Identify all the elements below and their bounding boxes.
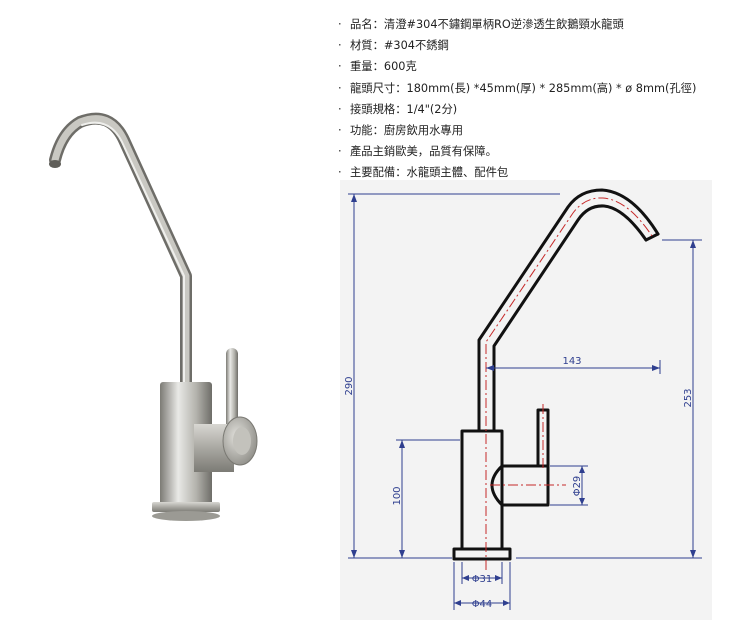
spec-label: 主要配備 <box>350 166 396 180</box>
spec-separator: ： <box>372 39 384 53</box>
centerlines <box>485 197 653 570</box>
spec-value: 1/4"(2分) <box>406 102 458 116</box>
bullet-dot-icon: · <box>338 166 342 180</box>
spec-value: 產品主銷歐美，品質有保障。 <box>350 145 497 159</box>
spec-value: 廚房飲用水專用 <box>383 124 464 138</box>
spec-label: 重量 <box>350 60 373 74</box>
spec-value: 180mm(長) *45mm(厚) * 285mm(高) * ø 8mm(孔徑) <box>406 81 697 95</box>
handle-hub <box>194 416 258 472</box>
spout-tip <box>49 160 61 168</box>
spec-item: · 材質：#304不銹鋼 <box>338 35 696 56</box>
bullet-dot-icon: · <box>338 60 342 74</box>
drawing-panel <box>340 180 712 620</box>
spec-separator: ： <box>395 102 407 116</box>
dim-height-total: 290 <box>344 376 355 395</box>
spec-item: · 品名：清澄#304不鏽鋼單柄RO逆滲透生飲鵝頸水龍頭 <box>338 14 696 35</box>
spec-separator: ： <box>372 124 384 138</box>
faucet-lever-handle <box>226 348 238 434</box>
spec-item: · 龍頭尺寸：180mm(長) *45mm(厚) * 285mm(高) * ø 8… <box>338 78 696 99</box>
bullet-dot-icon: · <box>338 124 342 138</box>
spec-list: ·品名：清澄#304不鏽鋼單柄RO逆滲透生飲鵝頸水龍頭·材質：#304不銹鋼·重… <box>338 14 696 184</box>
spec-label: 功能 <box>350 124 373 138</box>
dim-handle-dia: Φ29 <box>572 476 583 497</box>
bullet-dot-icon: · <box>338 145 342 159</box>
spec-label: 龍頭尺寸 <box>350 81 396 95</box>
bullet-dot-icon: · <box>338 81 342 95</box>
bullet-dot-icon: · <box>338 18 342 31</box>
faucet-base <box>152 502 220 521</box>
spec-value: 清澄#304不鏽鋼單柄RO逆滲透生飲鵝頸水龍頭 <box>383 18 624 31</box>
dim-reach: 143 <box>562 356 581 367</box>
dim-base-dia: Φ44 <box>472 599 493 610</box>
spec-label: 品名 <box>350 18 373 31</box>
dimension-arrows <box>351 194 696 606</box>
spec-value: #304不銹鋼 <box>383 39 449 53</box>
bullet-dot-icon: · <box>338 39 342 53</box>
spec-value: 600克 <box>383 60 417 74</box>
bullet-dot-icon: · <box>338 102 342 116</box>
spec-label: 接頭規格 <box>350 102 396 116</box>
spec-value: 水龍頭主體、配件包 <box>406 166 509 180</box>
technical-drawing: 290 100 143 253 Φ29 Φ31 Φ44 <box>340 180 712 620</box>
dim-height-handle: 100 <box>392 486 403 505</box>
spec-separator: ： <box>395 166 407 180</box>
faucet-spout-pipe <box>49 112 192 396</box>
spec-label: 材質 <box>350 39 373 53</box>
spec-item: · 主要配備：水龍頭主體、配件包 <box>338 162 696 183</box>
dim-body-dia: Φ31 <box>472 574 493 585</box>
spec-item: · 功能：廚房飲用水專用 <box>338 120 696 141</box>
spec-separator: ： <box>395 81 407 95</box>
faucet-photo <box>49 112 258 521</box>
spec-item: · 產品主銷歐美，品質有保障。 <box>338 141 696 162</box>
spec-item: · 接頭規格：1/4"(2分) <box>338 99 696 120</box>
spec-separator: ： <box>372 60 384 74</box>
spec-item: · 重量：600克 <box>338 56 696 77</box>
faucet-body <box>160 382 212 506</box>
dim-spout-height: 253 <box>683 388 694 407</box>
spec-separator: ： <box>372 18 384 31</box>
